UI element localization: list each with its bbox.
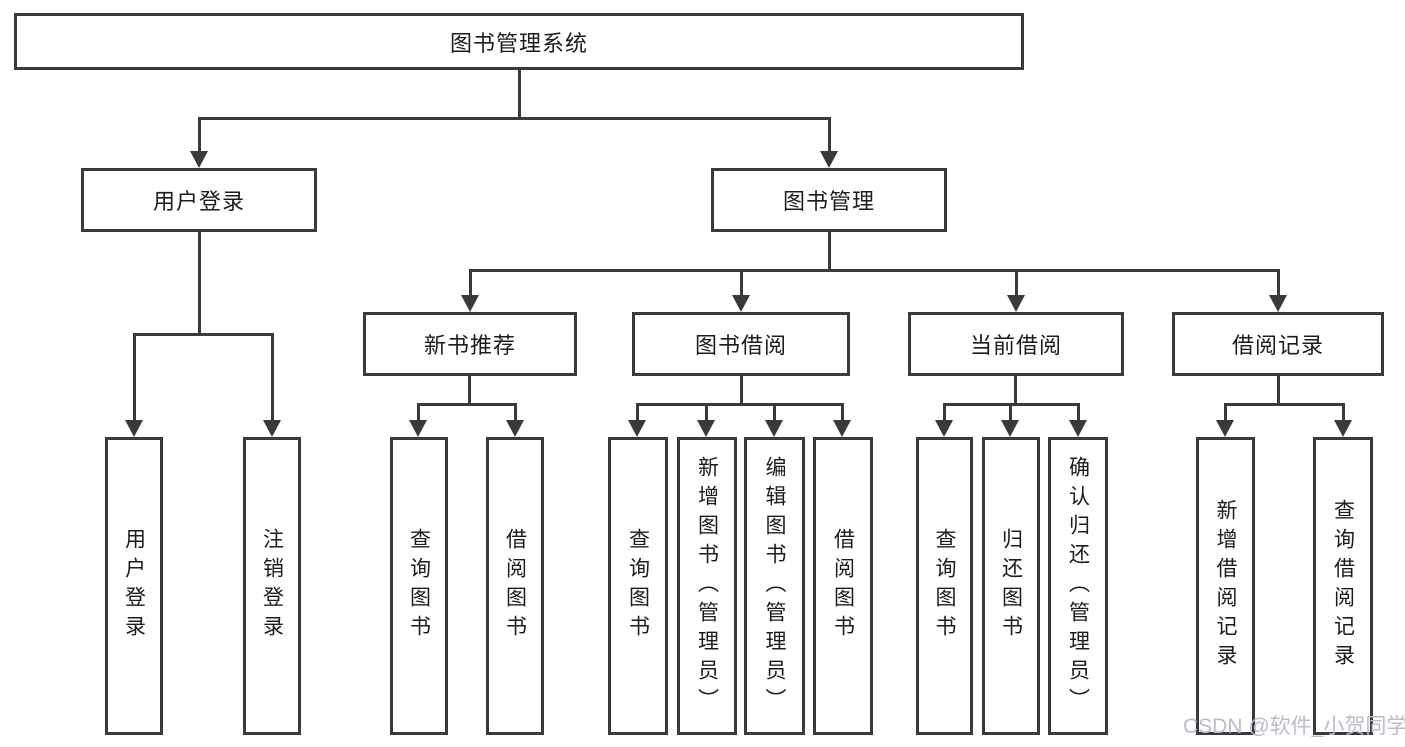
arrowhead-logout-leaf-icon	[263, 420, 281, 437]
arrowhead-bb-add-icon	[697, 420, 715, 437]
connector-drop-user-login	[198, 117, 201, 153]
connector-book-borrow-bus	[636, 403, 844, 406]
node-label: 图书管理系统	[449, 30, 588, 56]
node-borrowing-records: 借阅记录	[1172, 312, 1384, 376]
arrowhead-bb-edit-icon	[765, 420, 783, 437]
leaf-borrow-add-books-admin: 新增图书（管理员）	[677, 437, 737, 735]
connector-drop-cb-confirm	[1077, 403, 1080, 421]
arrowhead-br-add-icon	[1216, 420, 1234, 437]
connector-new-book-stub	[468, 376, 471, 405]
connector-root-bus	[198, 117, 830, 120]
node-label: 查询借阅记录	[1331, 499, 1355, 673]
connector-user-login-bus	[133, 333, 274, 336]
node-label: 编辑图书（管理员）	[763, 455, 786, 717]
node-label: 图书借阅	[694, 333, 787, 358]
connector-drop-bb-edit	[773, 403, 776, 421]
connector-book-borrow-stub	[740, 376, 743, 405]
connector-current-borrow-stub	[1014, 376, 1017, 405]
arrowhead-cb-return-icon	[1001, 420, 1019, 437]
node-label: 借阅图书	[503, 528, 527, 644]
arrowhead-bb-borrow-icon	[833, 420, 851, 437]
connector-drop-borrow-record	[1277, 269, 1280, 297]
arrowhead-book-mgmt-icon	[820, 151, 838, 168]
node-label: 用户登录	[152, 189, 245, 214]
node-label: 注销登录	[260, 528, 284, 644]
connector-drop-br-add	[1224, 403, 1227, 421]
leaf-record-add-borrow-record: 新增借阅记录	[1196, 437, 1255, 735]
connector-drop-bb-query	[636, 403, 639, 421]
connector-drop-cb-return	[1009, 403, 1012, 421]
connector-drop-cb-query	[943, 403, 946, 421]
leaf-borrow-query-books: 查询图书	[608, 437, 668, 735]
arrowhead-borrow-record-icon	[1269, 295, 1287, 312]
arrowhead-user-login-icon	[190, 151, 208, 168]
arrowhead-current-borrow-icon	[1007, 295, 1025, 312]
connector-drop-current-borrow	[1015, 269, 1018, 297]
node-label: 借阅记录	[1231, 333, 1324, 358]
node-label: 当前借阅	[969, 333, 1062, 358]
node-label: 新增图书（管理员）	[695, 455, 719, 717]
connector-user-login-stub	[198, 232, 201, 336]
node-label: 归还图书	[999, 528, 1023, 644]
node-label: 确认归还（管理员）	[1066, 455, 1090, 717]
node-label: 用户登录	[122, 528, 146, 644]
connector-root-stub	[518, 70, 521, 118]
csdn-watermark: CSDN @软件_小贺同学	[1183, 715, 1405, 738]
arrowhead-bb-query-icon	[628, 420, 646, 437]
connector-drop-nb-borrow	[514, 403, 517, 421]
node-label: 新增借阅记录	[1214, 499, 1237, 673]
connector-drop-br-query	[1342, 403, 1345, 421]
connector-drop-new-book	[469, 269, 472, 297]
connector-drop-bb-borrow	[841, 403, 844, 421]
leaf-logout: 注销登录	[243, 437, 301, 735]
arrowhead-nb-borrow-icon	[506, 420, 524, 437]
leaf-user-login: 用户登录	[105, 437, 163, 735]
leaf-newbook-query-books: 查询图书	[390, 437, 448, 735]
arrowhead-nb-query-icon	[409, 420, 427, 437]
node-label: 借阅图书	[831, 528, 855, 644]
leaf-current-query-books: 查询图书	[916, 437, 973, 735]
connector-borrow-record-bus	[1224, 403, 1344, 406]
arrowhead-cb-confirm-icon	[1069, 420, 1087, 437]
arrowhead-new-book-icon	[461, 295, 479, 312]
connector-drop-nb-query	[417, 403, 420, 421]
node-current-borrowing: 当前借阅	[908, 312, 1124, 376]
connector-book-mgmt-bus	[469, 269, 1280, 272]
connector-drop-login-leaf	[133, 333, 136, 421]
node-label: 查询图书	[933, 528, 956, 644]
arrowhead-cb-query-icon	[935, 420, 953, 437]
leaf-borrow-edit-books-admin: 编辑图书（管理员）	[744, 437, 805, 735]
arrowhead-br-query-icon	[1334, 420, 1352, 437]
leaf-borrow-borrow-books: 借阅图书	[813, 437, 873, 735]
leaf-record-query-borrow-record: 查询借阅记录	[1313, 437, 1373, 735]
node-book-management: 图书管理	[711, 168, 947, 232]
connector-drop-bb-add	[705, 403, 708, 421]
node-label: 新书推荐	[423, 333, 516, 358]
arrowhead-book-borrow-icon	[732, 295, 750, 312]
node-book-borrowing: 图书借阅	[632, 312, 850, 376]
arrowhead-login-leaf-icon	[125, 420, 143, 437]
leaf-current-return-books: 归还图书	[982, 437, 1040, 735]
connector-drop-logout-leaf	[271, 333, 274, 421]
leaf-current-confirm-return-admin: 确认归还（管理员）	[1048, 437, 1108, 735]
node-label: 查询图书	[626, 528, 650, 644]
node-user-login: 用户登录	[81, 168, 317, 232]
connector-borrow-record-stub	[1277, 376, 1280, 405]
connector-new-book-bus	[417, 403, 517, 406]
leaf-newbook-borrow-books: 借阅图书	[486, 437, 544, 735]
connector-drop-book-mgmt	[828, 117, 831, 153]
node-library-management-system: 图书管理系统	[14, 13, 1024, 70]
connector-drop-book-borrow	[740, 269, 743, 297]
connector-book-mgmt-stub	[828, 232, 831, 271]
node-label: 图书管理	[782, 189, 875, 214]
node-new-book-recommend: 新书推荐	[363, 312, 577, 376]
node-label: 查询图书	[407, 528, 431, 644]
